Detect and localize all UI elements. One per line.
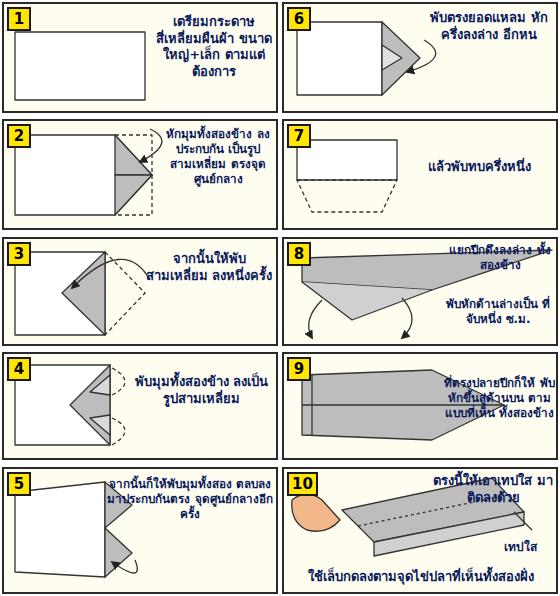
step-instruction: ที่ตรงปลายปีกก็ให้ พับหักขึ้นสู่ด้านบน ต… (442, 376, 557, 421)
step-number: 1 (7, 7, 31, 31)
callout-number: 1 (12, 9, 26, 29)
step-panel: แล้วพับทบครึ่งหนึ่ง 7 (282, 119, 558, 230)
callout-number: 6 (292, 9, 306, 29)
callout-number: 4 (12, 359, 26, 379)
step-instruction: พับตรงยอดแหลม หักครึ่งลงล่าง อีกหน (424, 10, 554, 43)
step-number: 8 (287, 242, 311, 266)
step-instruction: พับมุมทั้งสองข้าง ลงเป็นรูปสามเหลี่ยม (129, 374, 274, 407)
step-number: 9 (287, 357, 311, 381)
step-number: 7 (287, 124, 311, 148)
step-instruction: จากนั้นให้พับ สามเหลี่ยม ลงหนึ่งครั้ง (144, 251, 274, 284)
step-panel: ที่ตรงปลายปีกก็ให้ พับหักขึ้นสู่ด้านบน ต… (282, 352, 558, 460)
step-number: 2 (7, 124, 31, 148)
step-number: 5 (7, 472, 31, 496)
step-instruction: แยกปีกดึงลงล่าง ทั้งสองข้าง (444, 243, 556, 273)
callout-number: 8 (292, 244, 306, 264)
callout-number: 2 (12, 126, 26, 146)
step-instruction: เตรียมกระดาษ สี่เหลี่ยมผืนผ้า ขนาดใหญ่+เ… (154, 14, 274, 81)
callout-number: 5 (12, 474, 26, 494)
step-instruction: หักมุมทั้งสองข้าง ลงประกบกัน เป็นรูปสามเ… (159, 127, 277, 187)
step-number: 3 (7, 242, 31, 266)
step-panel: แยกปีกดึงลงล่าง ทั้งสองข้างพับหักด้านล่า… (282, 237, 558, 346)
step-panel: พับมุมทั้งสองข้าง ลงเป็นรูปสามเหลี่ยม 4 (2, 352, 278, 460)
step-panel: เตรียมกระดาษ สี่เหลี่ยมผืนผ้า ขนาดใหญ่+เ… (2, 2, 278, 113)
step-panel: ตรงนี้ให้เอาเทปใส มาติดลงด้วยใช้เล็บกดลง… (282, 467, 558, 594)
callout-number: 10 (292, 474, 313, 494)
step-number: 10 (287, 472, 318, 496)
callout-number: 9 (292, 359, 306, 379)
step-panel: จากนั้นให้พับ สามเหลี่ยม ลงหนึ่งครั้ง 3 (2, 237, 278, 346)
step-panel: พับตรงยอดแหลม หักครึ่งลงล่าง อีกหน 6 (282, 2, 558, 113)
callout-number: 3 (12, 244, 26, 264)
step-instruction: จากนั้นก็ให้พับมุมทั้งสอง ตลบลงมาประกบกั… (104, 477, 276, 522)
step-number: 6 (287, 7, 311, 31)
step-number: 4 (7, 357, 31, 381)
tape-label: เทปใส (502, 537, 539, 556)
step-instruction: ตรงนี้ให้เอาเทปใส มาติดลงด้วย (432, 473, 554, 506)
step-panel: หักมุมทั้งสองข้าง ลงประกบกัน เป็นรูปสามเ… (2, 119, 278, 230)
step-instruction: ใช้เล็บกดลงตามจุดไข่ปลาที่เห็นทั้งสองฝั่… (292, 569, 550, 586)
step-instruction: พับหักด้านล่างเป็น ที่จับหนึ่ง ซ.ม. (439, 297, 557, 327)
step-instruction: แล้วพับทบครึ่งหนึ่ง (404, 159, 554, 176)
callout-number: 7 (292, 126, 306, 146)
step-panel: จากนั้นก็ให้พับมุมทั้งสอง ตลบลงมาประกบกั… (2, 467, 278, 594)
